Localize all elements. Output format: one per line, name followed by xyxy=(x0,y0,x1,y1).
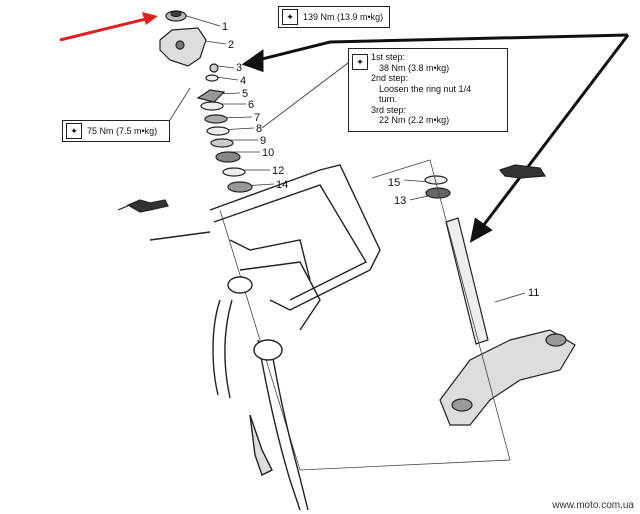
label-13: 13 xyxy=(394,195,406,207)
label-15: 15 xyxy=(388,177,400,189)
label-12: 12 xyxy=(272,165,284,177)
label-2: 2 xyxy=(228,39,234,51)
wrench-icon: ✦ xyxy=(282,9,298,25)
part-number-labels: 1 2 3 4 5 6 7 8 9 10 12 14 15 13 11 xyxy=(222,21,539,299)
label-1: 1 xyxy=(222,21,228,33)
label-6: 6 xyxy=(248,99,254,111)
part-5 xyxy=(196,89,226,103)
label-9: 9 xyxy=(260,135,266,147)
torque-spec-left-text: 75 Nm (7.5 m•kg) xyxy=(87,126,158,136)
part-13 xyxy=(425,187,451,199)
wrench-icon: ✦ xyxy=(66,123,82,139)
part-14 xyxy=(227,181,253,193)
black-arrows xyxy=(241,33,630,243)
label-8: 8 xyxy=(256,123,262,135)
step1-value: 38 Nm (3.8 m•kg) xyxy=(379,62,450,73)
step3-title: 3rd step: xyxy=(371,104,407,115)
part-6 xyxy=(200,101,224,111)
step2-line2: turn. xyxy=(379,94,398,104)
step3-value: 22 Nm (2.2 m•kg) xyxy=(379,115,450,125)
part-4 xyxy=(205,74,219,82)
part-7 xyxy=(204,114,228,124)
label-3: 3 xyxy=(236,62,242,74)
watermark: www.moto.com.ua xyxy=(552,500,634,511)
step2-title: 2nd step: xyxy=(371,73,409,83)
torque-spec-top-text: 139 Nm (13.9 m•kg) xyxy=(303,12,384,22)
label-14: 14 xyxy=(276,179,288,191)
steering-stem xyxy=(424,164,576,426)
step2-line1: Loosen the ring nut 1/4 xyxy=(379,83,472,94)
tightening-steps: ✦ 1st step: 38 Nm (3.8 m•kg) 2nd step: L… xyxy=(348,48,508,132)
part-8 xyxy=(206,126,230,136)
part-12 xyxy=(222,167,246,177)
label-7: 7 xyxy=(254,112,260,124)
red-arrow xyxy=(59,12,158,42)
part-3-washer xyxy=(209,63,219,73)
label-11: 11 xyxy=(528,287,539,299)
label-4: 4 xyxy=(240,75,246,87)
steering-stack xyxy=(117,10,253,213)
wrench-icon: ✦ xyxy=(352,54,368,70)
torque-spec-left: ✦ 75 Nm (7.5 m•kg) xyxy=(62,120,170,142)
torque-spec-top: ✦ 139 Nm (13.9 m•kg) xyxy=(278,6,390,28)
step1-title: 1st step: xyxy=(371,52,406,62)
guide-lines xyxy=(219,159,511,471)
part-11-lower-bracket xyxy=(439,329,576,426)
part-9 xyxy=(210,138,234,148)
part-tool-left xyxy=(126,199,169,213)
label-10: 10 xyxy=(262,147,274,159)
frame xyxy=(149,164,381,511)
part-10 xyxy=(215,151,241,163)
label-5: 5 xyxy=(242,88,248,100)
